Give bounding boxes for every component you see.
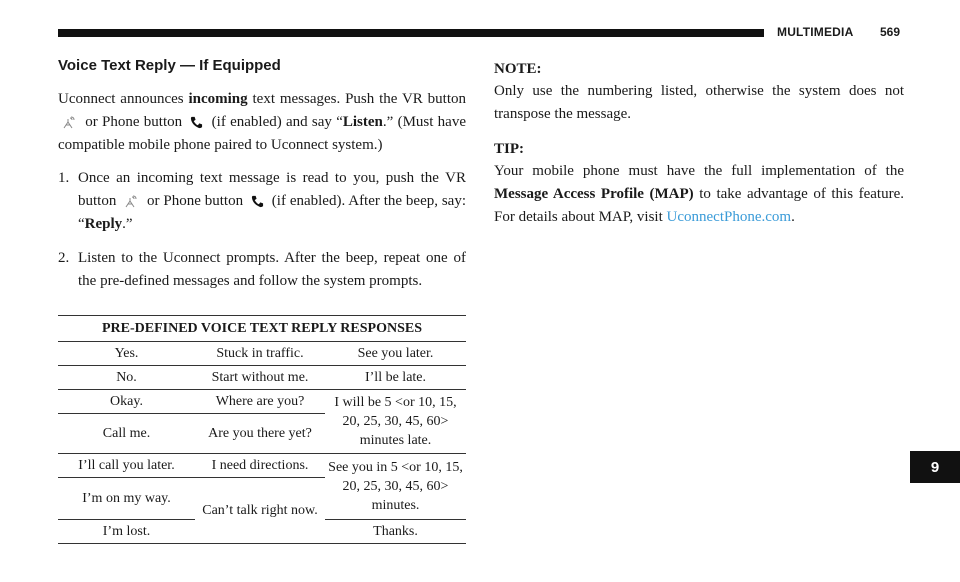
phone-icon bbox=[251, 195, 264, 208]
list-item: 2. Listen to the Uconnect prompts. After… bbox=[58, 250, 466, 289]
steps-list: 1. Once an incoming text message is read… bbox=[58, 167, 466, 293]
table-row: Call me. Are you there yet? bbox=[58, 413, 466, 454]
table-row: No. Start without me. I’ll be late. bbox=[58, 365, 466, 390]
uconnect-phone-link[interactable]: UconnectPhone.com bbox=[666, 209, 792, 225]
chapter-tab: 9 bbox=[910, 451, 960, 483]
responses-table: PRE-DEFINED VOICE TEXT REPLY RESPONSES Y… bbox=[58, 315, 466, 544]
table-title: PRE-DEFINED VOICE TEXT REPLY RESPONSES bbox=[58, 315, 466, 342]
tip-text: Your mobile phone must have the full imp… bbox=[494, 163, 904, 225]
voice-recognition-icon bbox=[125, 195, 137, 207]
table-row: Yes. Stuck in traffic. See you later. bbox=[58, 341, 466, 366]
intro-paragraph: Uconnect announces incoming text message… bbox=[58, 91, 466, 153]
running-header-section: MULTIMEDIA bbox=[777, 25, 854, 39]
voice-recognition-icon bbox=[63, 116, 75, 128]
table-row: Okay. Where are you? I will be 5 <or 10,… bbox=[58, 389, 466, 454]
left-column: Voice Text Reply — If Equipped Uconnect … bbox=[58, 55, 466, 304]
right-column: NOTE: Only use the numbering listed, oth… bbox=[494, 58, 904, 229]
header-rule bbox=[58, 29, 764, 37]
table-row: I’m lost. Thanks. bbox=[58, 519, 466, 544]
tip-label: TIP: bbox=[494, 141, 524, 157]
page-number: 569 bbox=[880, 25, 901, 39]
section-title: Voice Text Reply — If Equipped bbox=[58, 57, 281, 74]
table-row: I’ll call you later. I need directions. … bbox=[58, 453, 466, 520]
note-text: Only use the numbering listed, otherwise… bbox=[494, 83, 904, 122]
list-item: 1. Once an incoming text message is read… bbox=[58, 170, 466, 232]
note-label: NOTE: bbox=[494, 61, 542, 77]
intro-parenthetical: (Must have compatible mobile phone paire… bbox=[58, 114, 466, 153]
table-row: I’m on my way. Can’t talk right now. bbox=[58, 477, 466, 544]
phone-icon bbox=[191, 116, 203, 129]
